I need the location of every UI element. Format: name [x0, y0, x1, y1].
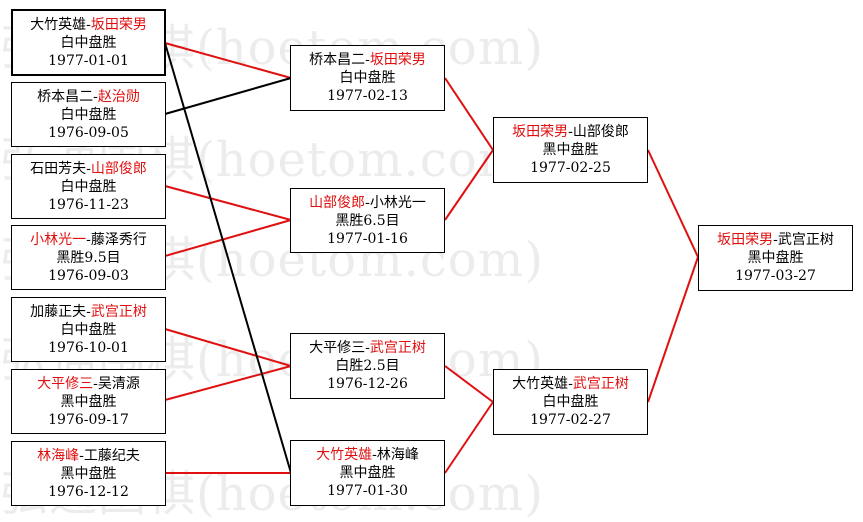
winner-name: 林海峰	[37, 447, 80, 464]
winner-name: 赵治勋	[97, 88, 140, 105]
match-date: 1976-12-26	[327, 376, 408, 392]
player-name: 林海峰	[376, 447, 419, 463]
winner-name: 大竹英雄	[316, 447, 373, 463]
winner-name: 小林光一	[30, 231, 87, 248]
match-result: 白中盘胜	[339, 70, 396, 86]
player-name: 大平修三	[309, 340, 366, 356]
match-players: 大竹英雄-武宫正树	[512, 376, 629, 392]
match-box-r1m5: 加藤正夫-武宫正树 白中盘胜 1976-10-01	[11, 297, 166, 362]
winner-name: 坂田荣男	[369, 52, 426, 68]
match-result: 黑中盘胜	[339, 465, 396, 481]
winner-name: 坂田荣男	[717, 232, 774, 248]
match-box-r1m2: 桥本昌二-赵治勋 白中盘胜 1976-09-05	[11, 82, 166, 147]
match-box-r1m7: 林海峰-工藤纪夫 黑中盘胜 1976-12-12	[11, 441, 166, 506]
match-result: 黑中盘胜	[60, 393, 117, 410]
match-result: 白中盘胜	[60, 321, 117, 338]
match-date: 1977-03-27	[735, 268, 816, 284]
match-players: 山部俊郎-小林光一	[309, 194, 426, 211]
match-box-r2m4: 大竹英雄-林海峰 黑中盘胜 1977-01-30	[290, 440, 445, 506]
connector-line	[164, 365, 292, 401]
match-result: 白胜2.5目	[335, 358, 400, 374]
match-result: 白中盘胜	[542, 394, 599, 410]
match-result: 白中盘胜	[60, 178, 117, 195]
connector-line	[444, 149, 494, 221]
match-result: 白中盘胜	[60, 106, 117, 123]
player-name: 吴清源	[97, 375, 140, 392]
winner-name: 大平修三	[37, 375, 94, 392]
winner-name: 武宫正树	[90, 303, 147, 320]
connector-line	[164, 42, 292, 79]
player-name: 工藤纪夫	[83, 447, 140, 464]
player-name: 桥本昌二	[309, 52, 366, 68]
match-date: 1977-01-30	[327, 483, 408, 499]
winner-name: 武宫正树	[369, 340, 426, 356]
player-name: 桥本昌二	[37, 88, 94, 105]
match-box-r2m3: 大平修三-武宫正树 白胜2.5目 1976-12-26	[290, 333, 445, 399]
player-name: 山部俊郎	[572, 124, 629, 140]
winner-name: 坂田荣男	[90, 16, 147, 33]
winner-name: 山部俊郎	[90, 160, 147, 177]
match-date: 1976-10-01	[48, 339, 129, 356]
player-name: 加藤正夫	[30, 303, 87, 320]
match-date: 1977-02-27	[530, 412, 611, 428]
match-players: 加藤正夫-武宫正树	[30, 303, 147, 320]
match-result: 黑中盘胜	[60, 465, 117, 482]
match-result: 黑中盘胜	[542, 142, 599, 158]
player-name: 石田芳夫	[30, 160, 87, 177]
match-box-r2m1: 桥本昌二-坂田荣男 白中盘胜 1977-02-13	[290, 45, 445, 111]
match-box-r1m1: 大竹英雄-坂田荣男 白中盘胜 1977-01-01	[11, 9, 166, 76]
match-result: 黑中盘胜	[747, 250, 804, 266]
match-box-r3m1: 坂田荣男-山部俊郎 黑中盘胜 1977-02-25	[493, 117, 648, 183]
match-players: 小林光一-藤泽秀行	[30, 231, 147, 248]
player-name: 大竹英雄	[512, 376, 569, 392]
match-players: 大竹英雄-林海峰	[316, 447, 419, 463]
player-name: 大竹英雄	[30, 16, 87, 33]
match-date: 1976-12-12	[48, 483, 129, 500]
connector-line	[444, 401, 494, 474]
match-date: 1976-09-03	[48, 267, 129, 284]
match-players: 桥本昌二-赵治勋	[37, 88, 140, 105]
match-result: 黑胜9.5目	[56, 249, 121, 266]
connector-line	[647, 149, 699, 258]
winner-name: 武宫正树	[572, 376, 629, 392]
match-date: 1977-02-13	[327, 88, 408, 104]
match-box-r2m2: 山部俊郎-小林光一 黑胜6.5目 1977-01-16	[290, 188, 445, 253]
match-date: 1976-11-23	[48, 196, 129, 213]
match-box-r1m6: 大平修三-吴清源 黑中盘胜 1976-09-17	[11, 369, 166, 434]
match-players: 坂田荣男-山部俊郎	[512, 124, 629, 140]
match-players: 大平修三-吴清源	[37, 375, 140, 392]
connector-line	[444, 77, 494, 151]
match-date: 1977-02-25	[530, 160, 611, 176]
connector-line	[164, 185, 292, 221]
connector-line	[164, 77, 292, 115]
match-players: 坂田荣男-武宫正树	[717, 232, 834, 248]
match-players: 林海峰-工藤纪夫	[37, 447, 140, 464]
player-name: 小林光一	[369, 194, 426, 211]
match-date: 1976-09-05	[48, 124, 129, 141]
match-date: 1976-09-17	[48, 411, 129, 428]
match-players: 大竹英雄-坂田荣男	[30, 16, 147, 33]
connector-line	[164, 219, 292, 257]
match-date: 1977-01-01	[48, 52, 129, 69]
match-box-r1m3: 石田芳夫-山部俊郎 白中盘胜 1976-11-23	[11, 154, 166, 219]
connector-line	[164, 328, 292, 367]
match-date: 1977-01-16	[327, 230, 408, 247]
match-players: 石田芳夫-山部俊郎	[30, 160, 147, 177]
match-box-r3m2: 大竹英雄-武宫正树 白中盘胜 1977-02-27	[493, 369, 648, 435]
connector-line	[444, 365, 494, 403]
winner-name: 山部俊郎	[309, 194, 366, 211]
connector-line	[164, 42, 292, 474]
connector-line	[647, 256, 699, 403]
match-box-final: 坂田荣男-武宫正树 黑中盘胜 1977-03-27	[698, 225, 853, 291]
winner-name: 坂田荣男	[512, 124, 569, 140]
match-players: 桥本昌二-坂田荣男	[309, 52, 426, 68]
player-name: 武宫正树	[777, 232, 834, 248]
match-players: 大平修三-武宫正树	[309, 340, 426, 356]
player-name: 藤泽秀行	[90, 231, 147, 248]
match-result: 黑胜6.5目	[335, 212, 400, 229]
match-box-r1m4: 小林光一-藤泽秀行 黑胜9.5目 1976-09-03	[11, 225, 166, 290]
match-result: 白中盘胜	[60, 34, 117, 51]
